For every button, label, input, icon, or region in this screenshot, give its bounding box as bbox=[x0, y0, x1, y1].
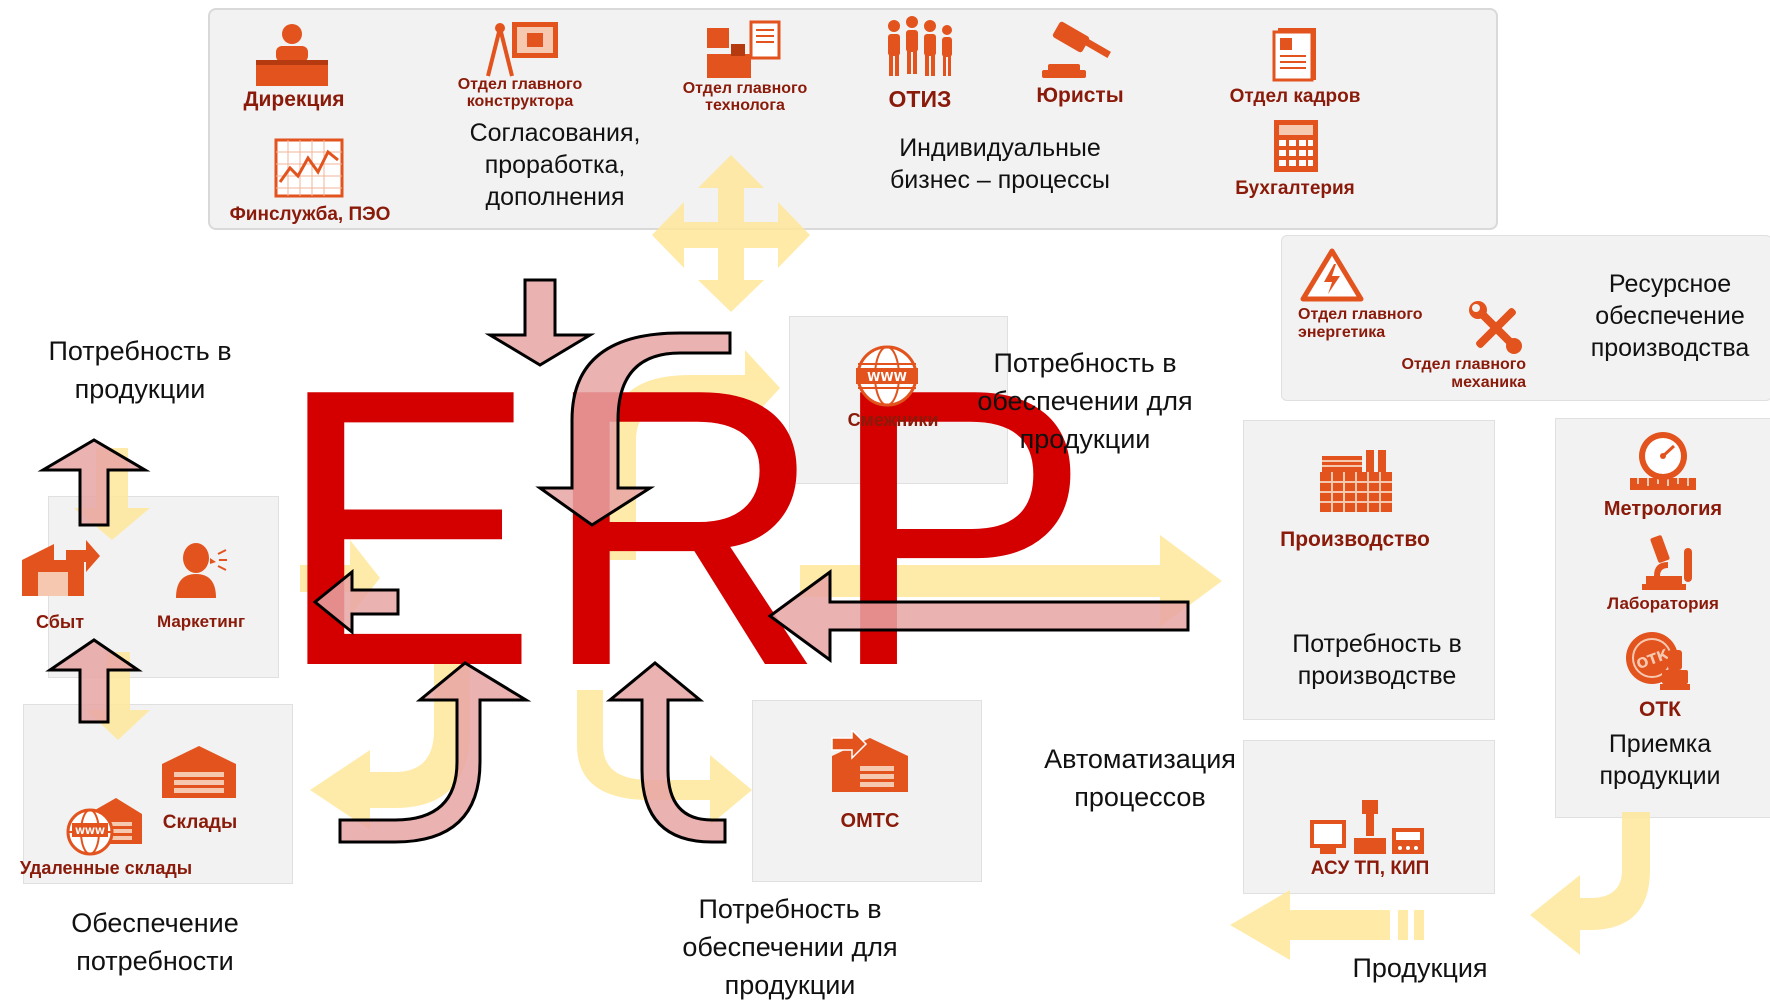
yellow-arrow-quality-to-product bbox=[1530, 812, 1650, 955]
sales-label: Сбыт bbox=[35, 612, 85, 632]
erp-title: ERP bbox=[275, 306, 1094, 748]
partners-label: Смежники bbox=[847, 410, 939, 430]
yellow-arrow-product-left bbox=[1230, 890, 1390, 960]
top-caption-approvals: Согласования, проработка, дополнения bbox=[469, 119, 641, 211]
dept-lawyers-label: Юристы bbox=[1036, 84, 1124, 107]
quality-caption: Приемка продукции bbox=[1599, 730, 1721, 790]
laboratory-label: Лаборатория bbox=[1607, 594, 1719, 613]
dept-direction-label: Дирекция bbox=[243, 88, 345, 111]
dept-chief-mechanic-label: Отдел главного механика bbox=[1401, 356, 1526, 391]
microscope-icon bbox=[1640, 532, 1696, 597]
dept-chief-technologist-label: Отдел главного технолога bbox=[682, 80, 808, 114]
pink-arrow-left-into-e bbox=[312, 568, 400, 636]
factory-icon bbox=[1318, 448, 1394, 519]
calculator-icon bbox=[1272, 118, 1320, 179]
pink-arrow-up-need bbox=[37, 438, 151, 527]
warehouse-export-icon bbox=[20, 538, 100, 603]
top-caption-business-processes: Индивидуальные бизнес – процессы bbox=[889, 134, 1110, 194]
supply-warehouse-icon bbox=[830, 728, 910, 799]
document-icon bbox=[1270, 26, 1320, 87]
automation-caption: Автоматизация процессов bbox=[1044, 744, 1236, 812]
omts-caption: Потребность в обеспечении для продукции bbox=[682, 894, 898, 1000]
chart-icon bbox=[274, 138, 344, 203]
speaker-person-icon bbox=[172, 540, 228, 603]
pink-arrow-up-sales bbox=[45, 638, 143, 724]
resource-panel bbox=[1281, 235, 1770, 401]
marketing-label: Маркетинг bbox=[156, 612, 246, 631]
product-caption: Продукция bbox=[1352, 953, 1488, 983]
gavel-icon bbox=[1040, 20, 1120, 87]
svg-text:WWW: WWW bbox=[75, 827, 105, 837]
need-products-caption: Потребность в продукции bbox=[48, 336, 232, 404]
globe-www-icon: WWW bbox=[852, 344, 922, 413]
otk-label: ОТК bbox=[1639, 698, 1681, 721]
production-caption: Потребность в производстве bbox=[1292, 630, 1462, 690]
supply-needs-caption: Обеспечение потребности bbox=[71, 908, 239, 976]
metrology-label: Метрология bbox=[1603, 498, 1723, 520]
warehouse-icon bbox=[160, 744, 238, 805]
dept-chief-energy-label: Отдел главного энергетика bbox=[1298, 306, 1423, 341]
dept-finance-label: Финслужба, ПЭО bbox=[229, 204, 391, 225]
automation-label: АСУ ТП, КИП bbox=[1310, 858, 1430, 879]
industrial-equipment-icon bbox=[1306, 798, 1426, 861]
director-desk-icon bbox=[252, 20, 332, 93]
yellow-arrow-erp-to-omts bbox=[577, 690, 752, 825]
dept-chief-designer-label: Отдел главного конструктора bbox=[457, 76, 583, 110]
pink-arrow-from-production bbox=[767, 569, 1190, 663]
warehouses-box bbox=[23, 704, 293, 884]
dept-otiz-label: ОТИЗ bbox=[888, 86, 952, 112]
technologist-icon bbox=[705, 20, 785, 85]
production-label: Производство bbox=[1280, 528, 1430, 551]
tools-icon bbox=[1468, 300, 1524, 361]
warehouses-label: Склады bbox=[162, 812, 238, 833]
omts-label: ОМТС bbox=[840, 810, 900, 832]
remote-warehouse-icon: WWW bbox=[66, 792, 142, 861]
drafting-icon bbox=[482, 20, 562, 83]
people-icon bbox=[884, 16, 956, 83]
pink-arrow-from-omts bbox=[605, 661, 727, 844]
high-voltage-icon bbox=[1300, 248, 1364, 307]
four-way-arrow bbox=[652, 155, 810, 312]
remote-warehouses-label: Удаленные склады bbox=[19, 858, 193, 878]
pink-arrow-from-warehouses bbox=[338, 661, 532, 844]
gauge-icon bbox=[1628, 428, 1698, 497]
dept-hr-label: Отдел кадров bbox=[1229, 86, 1361, 107]
svg-text:WWW: WWW bbox=[867, 370, 907, 384]
yellow-arrow-erp-to-warehouses bbox=[310, 650, 470, 830]
otk-stamp-icon: ОТК bbox=[1622, 630, 1698, 697]
partners-caption: Потребность в обеспечении для продукции bbox=[977, 348, 1193, 454]
pink-arrow-from-partners bbox=[535, 331, 732, 527]
yellow-arrow-to-partners bbox=[610, 350, 780, 560]
pink-arrow-down-top bbox=[484, 278, 596, 367]
yellow-arrow-to-production bbox=[800, 535, 1222, 627]
dept-accounting-label: Бухгалтерия bbox=[1235, 178, 1355, 199]
resource-caption: Ресурсное обеспечение производства bbox=[1590, 270, 1750, 362]
